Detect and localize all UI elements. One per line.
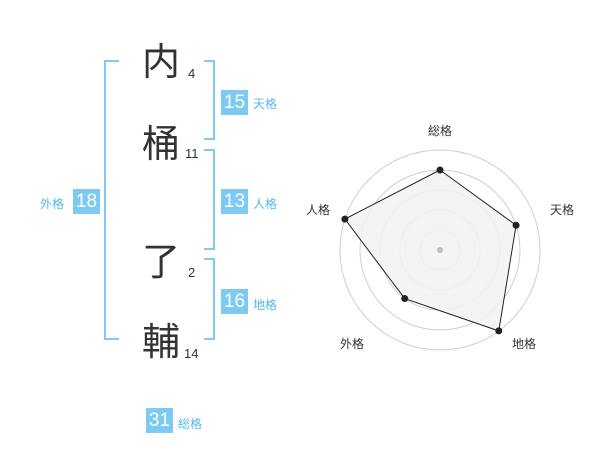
tenkaku-label: 天格	[253, 97, 278, 111]
radar-point-2	[495, 327, 503, 335]
radar-label-chikaku: 地格	[511, 337, 536, 351]
jinkaku-bracket	[204, 149, 215, 250]
chikaku-bracket	[204, 258, 215, 340]
chikaku-label: 地格	[253, 298, 278, 312]
radar-center-dot	[437, 247, 443, 253]
name-char-1: 内	[142, 40, 181, 84]
stroke-count-4: 14	[184, 346, 199, 361]
name-char-2: 桶	[142, 122, 181, 166]
radar-label-jinkaku: 人格	[305, 203, 330, 217]
tenkaku-bracket	[204, 60, 215, 140]
radar-label-soukaku: 総格	[427, 124, 452, 138]
name-char-3: 了	[142, 240, 181, 284]
stroke-count-3: 2	[188, 265, 196, 280]
gaikaku-badge: 18	[73, 189, 100, 214]
jinkaku-label: 人格	[253, 197, 278, 211]
radar-point-0	[436, 166, 444, 174]
soukaku-label: 総格	[178, 417, 203, 431]
gaikaku-bracket	[104, 60, 119, 340]
radar-grid-ring	[339, 149, 541, 351]
chikaku-badge: 16	[221, 289, 248, 314]
radar-point-4	[341, 215, 349, 223]
radar-label-gaikaku: 外格	[339, 337, 364, 351]
gaikaku-label: 外格	[40, 197, 65, 211]
radar-point-3	[401, 295, 409, 303]
stroke-count-1: 4	[188, 66, 196, 81]
radar-label-tenkaku: 天格	[549, 203, 574, 217]
radar-series-polygon	[344, 169, 517, 332]
radar-point-1	[512, 221, 520, 229]
tenkaku-badge: 15	[221, 90, 248, 115]
name-char-4: 輔	[142, 320, 181, 364]
jinkaku-badge: 13	[221, 189, 248, 214]
soukaku-badge: 31	[146, 408, 173, 433]
stroke-count-2: 11	[185, 146, 199, 161]
